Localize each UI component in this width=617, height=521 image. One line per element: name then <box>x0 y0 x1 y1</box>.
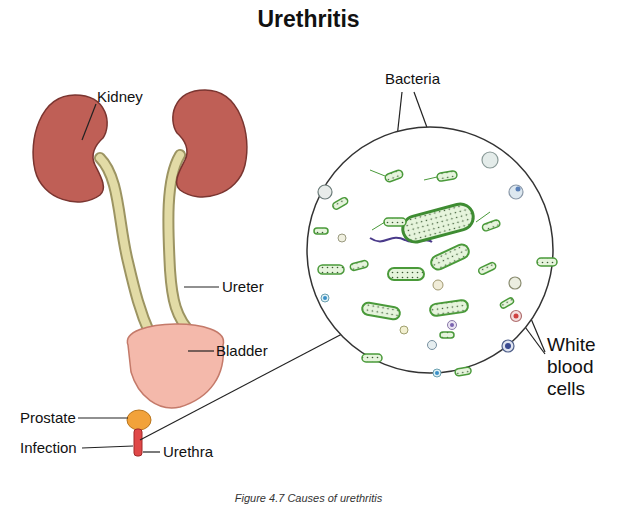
leader-line <box>188 350 214 351</box>
part-label: Urethra <box>163 443 213 461</box>
cell <box>448 321 457 330</box>
ureter-tube <box>100 158 150 334</box>
bacterium <box>361 302 401 320</box>
bacterium <box>482 219 501 232</box>
bacterium <box>384 169 404 183</box>
bacterium <box>478 261 497 275</box>
cell-nucleus <box>435 371 439 375</box>
bacterium <box>429 242 471 272</box>
bacterium <box>537 258 557 266</box>
diagram-title: Urethritis <box>0 6 617 33</box>
bacterium <box>440 332 454 338</box>
cell <box>400 326 408 334</box>
part-label: White blood cells <box>547 334 609 400</box>
part-label: Prostate <box>20 409 76 427</box>
flagellum <box>370 170 385 176</box>
cell <box>428 341 437 350</box>
bacterium <box>384 218 406 226</box>
leader-line <box>143 451 160 452</box>
bacterium <box>350 260 369 271</box>
flagellum <box>372 222 385 230</box>
leader-line <box>184 286 219 287</box>
cell-nucleus <box>516 187 521 192</box>
urethra-shape <box>134 429 142 456</box>
cell <box>321 294 329 302</box>
bacterium <box>499 297 514 309</box>
kidney-shape <box>33 95 107 202</box>
bacterium <box>362 354 382 362</box>
flagellum <box>476 212 490 222</box>
cell-nucleus <box>505 343 511 349</box>
cell <box>338 234 346 242</box>
magnify-leader <box>140 334 342 440</box>
magnified-view <box>307 127 553 373</box>
white-blood-cell <box>511 311 522 322</box>
part-label: Ureter <box>222 278 264 296</box>
flagellum <box>424 177 437 180</box>
cell-nucleus <box>514 314 519 319</box>
bacterium <box>436 170 457 181</box>
bacterium <box>314 228 328 234</box>
figure-caption: Figure 4.7 Causes of urethritis <box>0 492 617 504</box>
bacterium <box>455 367 472 377</box>
part-label: Bacteria <box>385 70 440 88</box>
bacterium <box>429 299 468 316</box>
leader-line <box>78 417 128 418</box>
ureter-outline <box>100 158 150 334</box>
part-label: Kidney <box>97 88 143 106</box>
cell <box>318 185 332 199</box>
bacterium <box>332 196 349 210</box>
cell <box>433 280 443 290</box>
bacterium <box>388 268 424 280</box>
leader-line <box>82 446 133 448</box>
part-label: Bladder <box>216 342 268 360</box>
bacterium <box>318 265 344 274</box>
bladder-shape <box>127 324 223 408</box>
kidney-shape <box>173 90 247 197</box>
prostate-shape <box>127 410 151 430</box>
cell-nucleus <box>323 296 327 300</box>
bacterium <box>400 201 476 245</box>
white-blood-cell <box>509 277 521 289</box>
cell <box>509 185 523 199</box>
part-label: Infection <box>20 439 77 457</box>
cell <box>482 152 498 168</box>
leader-line <box>82 104 96 140</box>
white-blood-cell <box>502 340 514 352</box>
cell-nucleus <box>450 323 454 327</box>
cell <box>433 369 441 377</box>
